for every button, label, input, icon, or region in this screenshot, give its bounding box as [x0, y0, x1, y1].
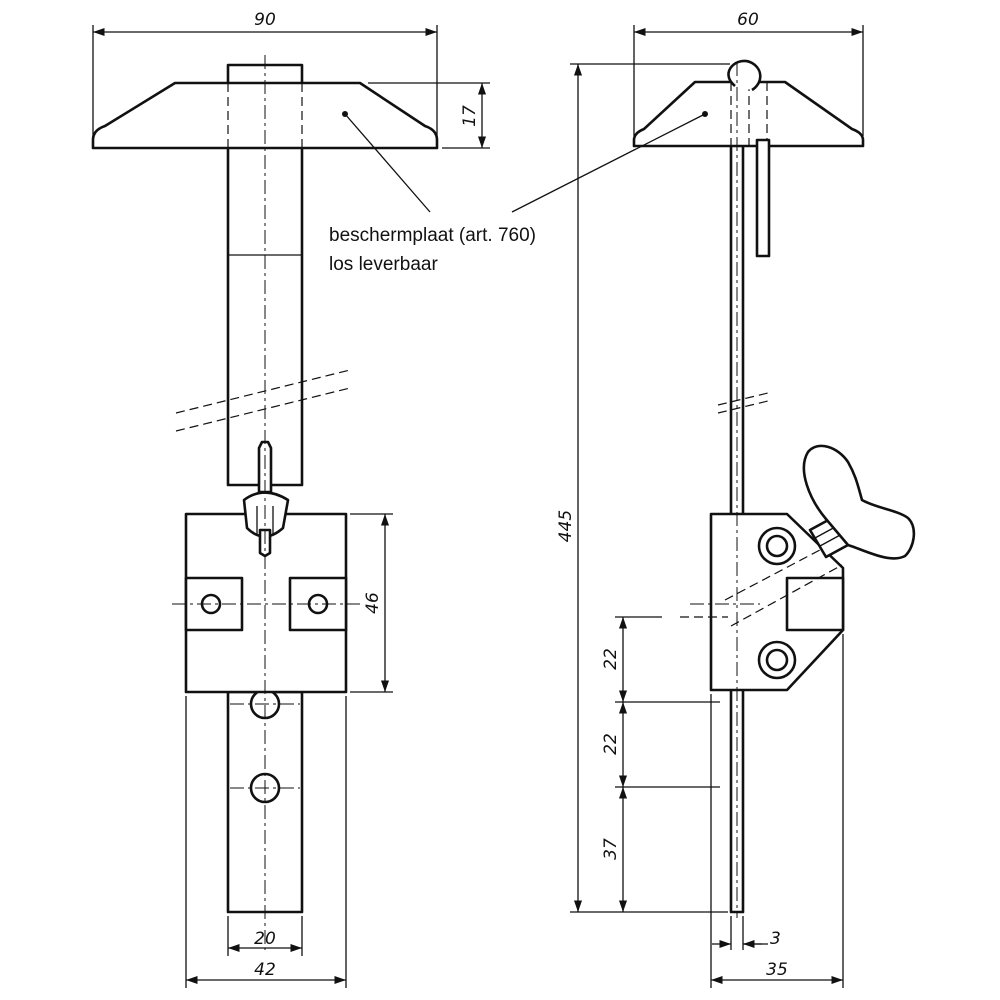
front-knob-head	[242, 491, 290, 538]
dim-clamp-height-label: 46	[363, 592, 383, 614]
dim-bar-width-label: 20	[254, 929, 276, 949]
dim-hole-spacing-1-label: 22	[601, 648, 621, 670]
front-break-line-1	[175, 369, 351, 414]
side-break-line-1	[717, 392, 769, 406]
side-hanging-pin	[755, 138, 771, 258]
dim-clamp-depth-label: 35	[766, 960, 788, 980]
annotation-leader-front	[344, 113, 431, 213]
dim-hole-spacing-2-label: 22	[601, 733, 621, 755]
side-clamp-bolt-upper-inner	[765, 534, 789, 558]
dim-bottom-offset-label: 37	[601, 838, 621, 860]
annotation: beschermplaat (art. 760) los leverbaar	[329, 113, 706, 275]
dim-plate-height-label: 17	[460, 105, 480, 127]
side-screw-hidden-2	[730, 564, 843, 627]
dim-side-plate-width-label: 60	[737, 10, 759, 30]
annotation-leader-side	[511, 113, 706, 213]
side-dimensions: 60 445 22 22 37 3 35	[556, 10, 864, 988]
dim-clamp-width-label: 42	[254, 960, 276, 980]
dim-plate-width-label: 90	[254, 10, 276, 30]
front-dimensions: 90 17 46 20 42	[92, 10, 490, 988]
front-break-line-2	[175, 387, 351, 432]
side-clamp-slot	[785, 576, 845, 632]
side-wingnut	[802, 444, 916, 560]
dim-rod-thickness-label: 3	[770, 929, 781, 949]
annotation-subtitle: los leverbaar	[329, 254, 438, 275]
side-hook-loop	[727, 59, 762, 92]
dim-total-length-label: 445	[556, 510, 576, 542]
side-screw-hidden-1	[724, 541, 836, 601]
side-clamp-bolt-lower-inner	[765, 648, 789, 672]
front-view	[91, 55, 439, 950]
side-thread-line-2	[819, 533, 843, 547]
side-view	[632, 59, 916, 918]
side-break-line-2	[717, 400, 769, 414]
annotation-title: beschermplaat (art. 760)	[329, 225, 536, 246]
